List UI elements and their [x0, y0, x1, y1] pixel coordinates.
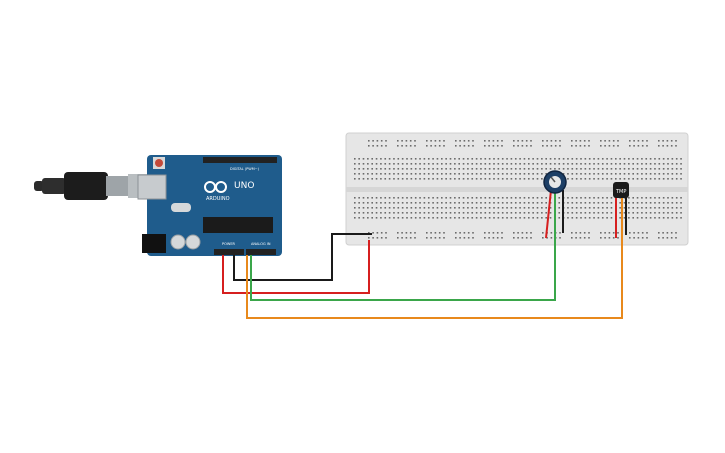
ground-wire[interactable]: [233, 233, 372, 281]
usb-jack: [137, 174, 167, 200]
microcontroller-chip: [203, 217, 273, 233]
capacitor: [170, 234, 186, 250]
breadboard-holes: [354, 140, 682, 239]
board-brand: ARDUINO: [206, 196, 230, 202]
power-label: POWER: [222, 242, 236, 246]
analog-header: [246, 249, 276, 255]
arduino-logo-icon: [204, 181, 227, 193]
crystal: [171, 203, 191, 212]
pot-leg-left: [545, 189, 552, 239]
breadboard-center-gap: [346, 187, 688, 192]
power-header: [214, 249, 244, 255]
board-body: [147, 155, 282, 256]
power-jack: [142, 234, 166, 253]
sensor-body: [613, 182, 629, 198]
temperature-sensor[interactable]: TMP: [613, 182, 629, 238]
digital-header: [203, 157, 277, 163]
power-wire[interactable]: [222, 240, 370, 294]
analog-label: ANALOG IN: [251, 242, 271, 246]
digital-header-label: DIGITAL (PWM~): [230, 167, 260, 171]
board-model: UNO: [234, 181, 254, 191]
arduino-uno-board[interactable]: ARDUINO UNO DIGITAL (PWM~) POWER ANALOG …: [137, 155, 282, 256]
potentiometer[interactable]: [543, 170, 567, 239]
sensor-signal-wire[interactable]: [246, 198, 623, 319]
breadboard[interactable]: [345, 132, 689, 246]
sensor-label: TMP: [615, 189, 626, 195]
capacitor: [185, 234, 201, 250]
pot-signal-wire[interactable]: [250, 192, 556, 301]
